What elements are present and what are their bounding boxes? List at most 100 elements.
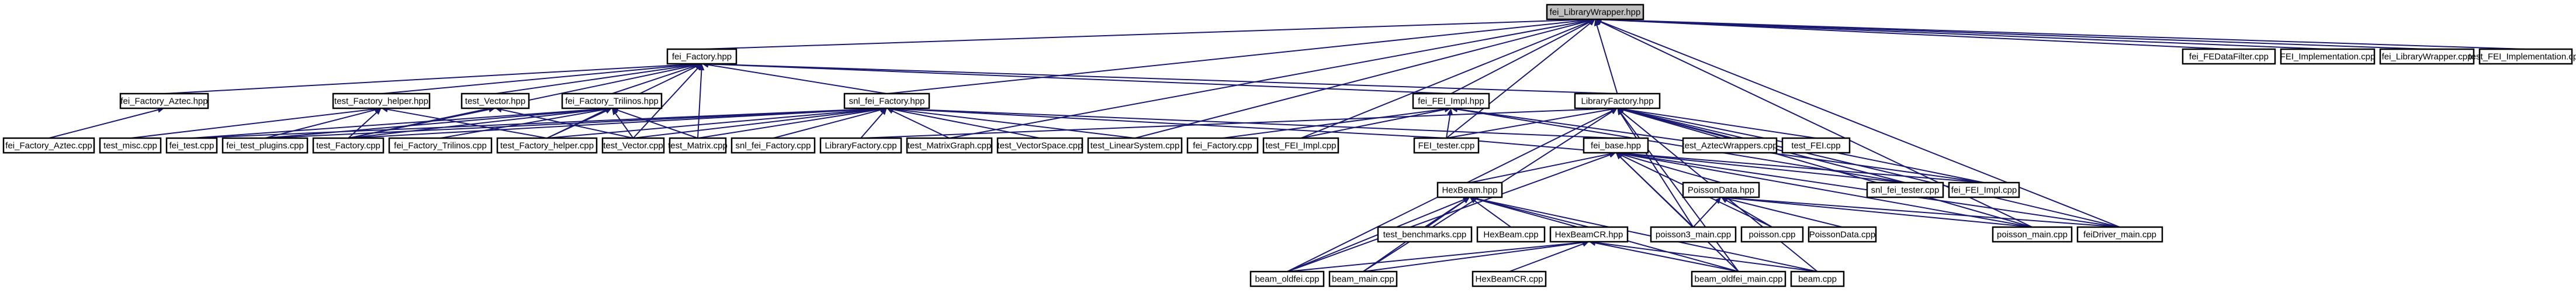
dependency-edge — [1595, 19, 2120, 228]
root-file-node[interactable]: fei_LibraryWrapper.hpp — [1546, 4, 1644, 20]
file-node[interactable]: PoissonData.hpp — [1682, 181, 1760, 198]
file-node[interactable]: fei_Factory_Trilinos.cpp — [388, 137, 493, 154]
node-label: beam_oldfei.cpp — [1255, 275, 1319, 284]
node-label: beam.cpp — [1798, 275, 1837, 284]
file-node[interactable]: beam_oldfei.cpp — [1249, 270, 1325, 287]
node-label: test_FEI_Implementation.cpp — [2468, 52, 2576, 62]
edge-line — [1446, 108, 1611, 139]
node-box — [2379, 48, 2475, 65]
file-node[interactable]: test_misc.cpp — [99, 137, 162, 154]
edge-line — [1727, 197, 2120, 228]
file-node[interactable]: fei_Factory_Aztec.hpp — [119, 92, 209, 109]
file-node[interactable]: fei_test.cpp — [165, 137, 218, 154]
file-node[interactable]: test_Vector.hpp — [461, 92, 530, 109]
node-label: test_Factory_helper.cpp — [500, 141, 594, 151]
file-node[interactable]: fei_Factory_Trilinos.hpp — [561, 92, 663, 109]
file-node[interactable]: HexBeam.cpp — [1476, 226, 1546, 243]
file-node[interactable]: HexBeamCR.cpp — [1471, 270, 1547, 287]
file-node[interactable]: fei_FEDataFilter.cpp — [2182, 48, 2276, 65]
edge-line — [1620, 113, 1694, 228]
node-box — [1249, 270, 1325, 287]
file-node[interactable]: PoissonData.cpp — [1808, 226, 1877, 243]
edge-line — [1692, 201, 1718, 228]
arrowhead-icon — [1595, 19, 1602, 25]
node-box — [1412, 92, 1490, 109]
file-node[interactable]: snl_fei_tester.cpp — [1866, 181, 1944, 198]
node-box — [1740, 226, 1804, 243]
dependency-edge — [1617, 108, 1694, 228]
node-label: PoissonData.hpp — [1688, 186, 1754, 195]
file-node[interactable]: test_Factory.cpp — [312, 137, 385, 154]
node-box — [221, 137, 309, 154]
file-node[interactable]: fei_LibraryWrapper.cpp — [2379, 48, 2475, 65]
dependency-edge — [49, 107, 164, 139]
dependency-edge — [546, 108, 612, 139]
file-node[interactable]: FEI_Implementation.cpp — [2280, 48, 2376, 65]
node-box — [1682, 181, 1760, 198]
file-node[interactable]: HexBeam.hpp — [1436, 181, 1503, 198]
file-node[interactable]: fei_FEI_Impl.cpp — [1948, 181, 2020, 198]
file-node[interactable]: test_VectorSpace.cpp — [996, 137, 1083, 154]
edge-line — [1222, 108, 1445, 139]
node-box — [601, 137, 665, 154]
file-node[interactable]: HexBeamCR.hpp — [1549, 226, 1629, 243]
file-node[interactable]: beam_main.cpp — [1328, 270, 1398, 287]
node-label: PoissonData.cpp — [1809, 230, 1875, 240]
file-node[interactable]: test_Factory_helper.hpp — [332, 92, 431, 109]
file-node[interactable]: test_Matrix.cpp — [668, 137, 728, 154]
file-node[interactable]: poisson_main.cpp — [1992, 226, 2073, 243]
file-node[interactable]: poisson.cpp — [1740, 226, 1804, 243]
node-label: HexBeamCR.hpp — [1555, 230, 1623, 240]
file-node[interactable]: test_AztecWrappers.cpp — [1682, 137, 1778, 154]
file-node[interactable]: test_FEI_Impl.cpp — [1262, 137, 1339, 154]
edge-line — [1623, 109, 2033, 228]
file-node[interactable]: fei_test_plugins.cpp — [221, 137, 309, 154]
file-node[interactable]: LibraryFactory.cpp — [819, 137, 902, 154]
node-box — [1087, 137, 1183, 154]
file-node[interactable]: feiDriver_main.cpp — [2076, 226, 2163, 243]
file-node[interactable]: snl_fei_Factory.cpp — [730, 137, 816, 154]
node-box — [388, 137, 493, 154]
edge-line — [495, 64, 696, 94]
file-node[interactable]: test_FEI_Implementation.cpp — [2468, 48, 2576, 65]
edge-line — [191, 108, 606, 139]
file-node[interactable]: test_Factory_helper.cpp — [496, 137, 598, 154]
file-node[interactable]: test_MatrixGraph.cpp — [906, 137, 993, 154]
node-box — [332, 92, 431, 109]
node-box — [2478, 48, 2573, 65]
file-node[interactable]: fei_FEI_Impl.hpp — [1412, 92, 1490, 109]
node-label: fei_LibraryWrapper.hpp — [1550, 8, 1641, 18]
file-node[interactable]: test_benchmarks.cpp — [1377, 226, 1473, 243]
edge-line — [893, 109, 1040, 139]
file-node[interactable]: fei_base.hpp — [1583, 137, 1649, 154]
node-label: HexBeam.hpp — [1442, 186, 1497, 195]
file-node[interactable]: test_FEI.cpp — [1781, 137, 1851, 154]
edge-line — [265, 108, 606, 139]
node-label: fei_Factory_Aztec.hpp — [120, 97, 207, 107]
edge-line — [1287, 154, 1610, 272]
file-node[interactable]: fei_Factory.hpp — [666, 48, 738, 65]
arrowhead-icon — [1581, 241, 1589, 247]
file-node[interactable]: poisson3_main.cpp — [1650, 226, 1737, 243]
edge-line — [1450, 22, 1590, 94]
arrowhead-icon — [1714, 197, 1721, 204]
node-box — [2280, 48, 2376, 65]
file-node[interactable]: fei_Factory.cpp — [1186, 137, 1259, 154]
edge-line — [265, 109, 376, 139]
edge-line — [1287, 199, 1464, 272]
file-node[interactable]: test_LinearSystem.cpp — [1087, 137, 1183, 154]
file-node[interactable]: beam.cpp — [1790, 270, 1845, 287]
node-box — [1574, 92, 1661, 109]
file-node[interactable]: LibraryFactory.hpp — [1574, 92, 1661, 109]
edge-line — [164, 63, 696, 94]
file-node[interactable]: fei_Factory_Aztec.cpp — [2, 137, 95, 154]
file-node[interactable]: snl_fei_Factory.hpp — [843, 92, 930, 109]
node-box — [996, 137, 1083, 154]
dependency-edge — [1616, 153, 1739, 272]
file-node[interactable]: test_Vector.cpp — [601, 137, 665, 154]
node-label: beam_oldfei_main.cpp — [1695, 275, 1783, 284]
edge-line — [387, 108, 548, 139]
file-node[interactable]: beam_oldfei_main.cpp — [1691, 270, 1786, 287]
file-node[interactable]: FEI_tester.cpp — [1413, 137, 1480, 154]
node-box — [1790, 270, 1845, 287]
